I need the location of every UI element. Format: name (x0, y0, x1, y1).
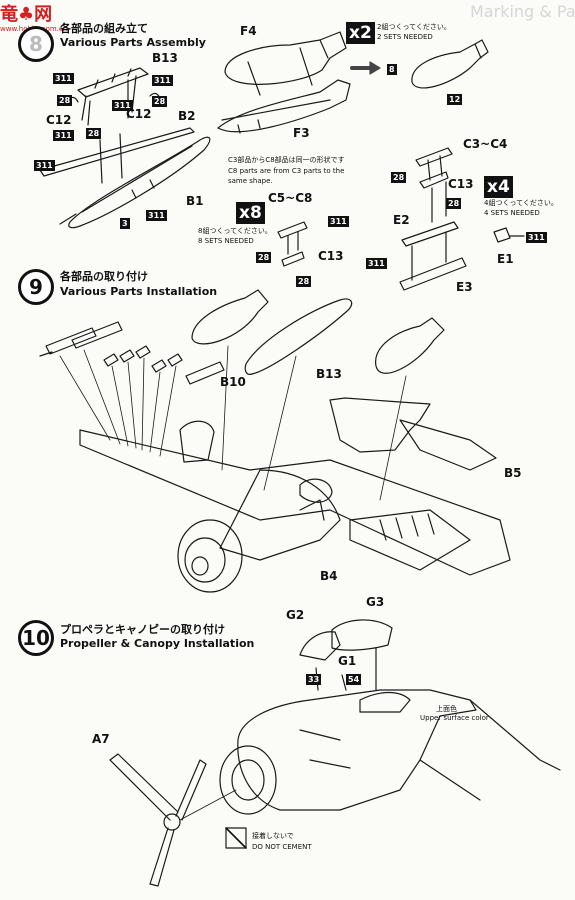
label-c12-right: C12 (126, 107, 152, 121)
no-cement-jp: 接着しないで (252, 832, 294, 840)
paint-8: 8 (387, 64, 397, 75)
watermark-brand: 竜♣网 (0, 4, 53, 25)
paint-28-e: 28 (446, 198, 462, 209)
section8-title-jp: 各部品の組み立て (60, 22, 148, 35)
note-x4-en: 4 SETS NEEDED (484, 209, 540, 217)
label-f4: F4 (240, 24, 257, 38)
paint-3: 3 (120, 218, 130, 229)
part-bomb-b (375, 317, 445, 374)
paint-28-g: 28 (296, 276, 312, 287)
label-c12-left: C12 (46, 113, 72, 127)
part-f4-f3-bomb (217, 31, 351, 134)
upper-surface-jp: 上面色 (436, 705, 457, 713)
note-same-shape-jp: C3部品からC8部品は同一の形状です (228, 156, 345, 164)
section9-title-jp: 各部品の取り付け (60, 270, 148, 283)
label-c13-top: C13 (448, 177, 474, 191)
part-bomb-a (191, 289, 269, 345)
section10-title-jp: プロペラとキャノピーの取り付け (60, 623, 225, 636)
label-b4: B4 (320, 569, 338, 583)
section8-title-en: Various Parts Assembly (60, 36, 206, 49)
note-x2-jp: 2組つくってください。 (377, 23, 451, 31)
part-droptank-b13 (244, 298, 353, 375)
paint-311-g: 311 (366, 258, 387, 269)
paint-33: 33 (306, 674, 322, 685)
label-g3: G3 (366, 595, 385, 609)
part-b1-b2-droptank (39, 127, 211, 229)
note-x2-en: 2 SETS NEEDED (377, 33, 433, 41)
part-small-bomb (411, 39, 489, 89)
paint-28-d: 28 (391, 172, 407, 183)
no-cement-en: DO NOT CEMENT (252, 843, 312, 851)
part-e2-e3-rail (399, 221, 467, 291)
paint-311-e: 311 (146, 210, 167, 221)
note-x4-jp: 4組つくってください。 (484, 199, 558, 207)
paint-28-a: 28 (57, 95, 73, 106)
section9-title-en: Various Parts Installation (60, 285, 218, 298)
no-cement-icon (225, 827, 247, 849)
label-e1: E1 (497, 252, 514, 266)
paint-28-c: 28 (86, 128, 102, 139)
multiplier-x8: x8 (236, 202, 265, 224)
paint-311-h: 311 (526, 232, 547, 243)
section10-title-en: Propeller & Canopy Installation (60, 637, 255, 650)
label-b13-install: B13 (316, 367, 342, 381)
paint-311-d: 311 (34, 160, 55, 171)
label-f3: F3 (293, 126, 310, 140)
note-same-shape-en2: same shape. (228, 177, 273, 185)
paint-28-f: 28 (256, 252, 272, 263)
label-e3: E3 (456, 280, 473, 294)
label-b5: B5 (504, 466, 522, 480)
paint-311-f: 311 (112, 100, 133, 111)
header-faint-title: Marking & Painting (470, 2, 575, 21)
install-lines (59, 345, 407, 501)
multiplier-x4: x4 (484, 176, 513, 198)
propeller-a7 (109, 753, 237, 887)
note-same-shape-en1: C8 parts are from C3 parts to the (228, 167, 345, 175)
part-e1 (493, 227, 525, 243)
label-b1: B1 (186, 194, 204, 208)
step-9-badge: 9 (18, 269, 54, 305)
step-10-badge: 10 (18, 620, 54, 656)
upper-surface-en: Upper surface color (420, 714, 489, 722)
paint-54: 54 (346, 674, 362, 685)
arrow-head (369, 61, 381, 75)
label-g1: G1 (338, 654, 357, 668)
label-c13-bottom: C13 (318, 249, 344, 263)
label-a7: A7 (92, 732, 110, 746)
label-c5-c8: C5~C8 (268, 191, 313, 205)
label-b2: B2 (178, 109, 196, 123)
part-c3-c13-rack (415, 147, 453, 223)
aircraft-fuselage-forward (219, 689, 561, 815)
paint-311-i: 311 (328, 216, 349, 227)
aircraft-top-view (79, 397, 511, 593)
label-g2: G2 (286, 608, 305, 622)
part-c5-c8-rack (277, 221, 308, 267)
label-c3-c4: C3~C4 (463, 137, 508, 151)
label-b10: B10 (220, 375, 246, 389)
part-rocket-pylons (39, 321, 225, 385)
label-b13: B13 (152, 51, 178, 65)
paint-311-c: 311 (53, 130, 74, 141)
label-e2: E2 (393, 213, 410, 227)
paint-311-a: 311 (53, 73, 74, 84)
paint-28-b: 28 (152, 96, 168, 107)
step-8-badge: 8 (18, 26, 54, 62)
note-x8-jp: 8組つくってください。 (198, 227, 272, 235)
paint-12: 12 (447, 94, 463, 105)
part-b13-rail (77, 67, 149, 98)
note-x8-en: 8 SETS NEEDED (198, 237, 254, 245)
multiplier-x2: x2 (346, 22, 375, 44)
paint-311-b: 311 (152, 75, 173, 86)
